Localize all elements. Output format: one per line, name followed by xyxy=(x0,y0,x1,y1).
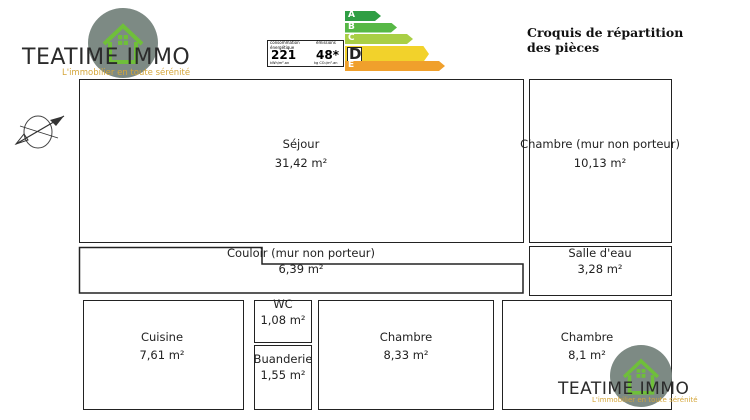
room-chambre-2 xyxy=(318,300,494,410)
brand-tagline: L'immobilier en toute sérénité xyxy=(592,396,698,404)
room-area: 1,55 m² xyxy=(260,368,306,382)
energy-consumption-box: consommation énergétique 221 kWh/m².an é… xyxy=(267,40,344,67)
room-area: 6,39 m² xyxy=(278,262,324,276)
room-name: Chambre xyxy=(560,330,614,344)
room-label-salle-deau: Salle d'eau 3,28 m² xyxy=(568,245,631,277)
logo-house-emblem xyxy=(610,345,672,407)
room-wc xyxy=(254,300,312,343)
brand-tagline: L'immobilier en toute sérénité xyxy=(62,68,191,78)
room-label-wc: WC 1,08 m² xyxy=(260,296,305,328)
energy-class-letter: B xyxy=(348,21,355,32)
energy-class-letter: A xyxy=(348,10,355,20)
room-name: Salle d'eau xyxy=(568,246,632,260)
room-label-chambre-1: Chambre (mur non porteur) 10,13 m² xyxy=(520,136,680,171)
room-area: 3,28 m² xyxy=(577,262,623,276)
logo-house-emblem xyxy=(88,8,158,78)
room-area: 1,08 m² xyxy=(260,313,306,327)
room-name: Cuisine xyxy=(140,330,184,344)
energy-class-letter: C xyxy=(348,33,355,43)
house-icon xyxy=(102,23,144,64)
house-icon xyxy=(622,358,660,395)
room-buanderie xyxy=(254,345,312,410)
energy-class-d: D xyxy=(345,46,429,63)
room-area: 7,61 m² xyxy=(139,348,185,362)
room-name: Buanderie xyxy=(253,352,313,366)
emissions-unit: kg CO₂/m².an xyxy=(314,61,338,65)
room-area: 8,33 m² xyxy=(383,348,429,362)
energy-class-b: B xyxy=(345,23,397,33)
room-label-chambre-3: Chambre 8,1 m² xyxy=(561,329,613,363)
brand-name: TEATIME IMMO xyxy=(558,379,690,399)
room-cuisine xyxy=(83,300,244,410)
energy-class-a: A xyxy=(345,11,381,21)
room-area: 8,1 m² xyxy=(568,348,606,362)
compass-rose-icon xyxy=(12,110,70,152)
room-sejour xyxy=(79,79,524,243)
room-chambre-1 xyxy=(529,79,672,243)
room-label-chambre-2: Chambre 8,33 m² xyxy=(380,329,432,363)
plan-title: Croquis de répartition des pièces xyxy=(527,25,684,55)
room-area: 10,13 m² xyxy=(573,156,627,170)
room-name: Chambre (mur non porteur) xyxy=(520,137,680,151)
consumption-caption: consommation énergétique xyxy=(270,40,300,50)
room-name: Chambre xyxy=(379,330,433,344)
room-salle-deau xyxy=(529,246,672,296)
room-label-cuisine: Cuisine 7,61 m² xyxy=(139,329,184,363)
room-label-sejour: Séjour 31,42 m² xyxy=(275,136,327,171)
emissions-value: 48* xyxy=(316,48,339,62)
brand-name: TEATIME IMMO xyxy=(22,45,191,70)
consumption-value: 221 xyxy=(271,48,297,62)
room-name: Couloir (mur non porteur) xyxy=(227,246,375,260)
energy-class-c: C xyxy=(345,34,413,44)
room-name: Séjour xyxy=(282,137,320,151)
energy-class-e: E xyxy=(345,61,445,71)
energy-class-letter: D xyxy=(349,44,362,63)
consumption-unit: kWh/m².an xyxy=(270,61,290,65)
emissions-caption: émissions xyxy=(316,40,336,45)
room-couloir xyxy=(78,246,524,294)
room-label-couloir: Couloir (mur non porteur) 6,39 m² xyxy=(227,245,375,277)
energy-class-letter: E xyxy=(348,60,355,70)
room-name: WC xyxy=(273,297,293,311)
room-label-buanderie: Buanderie 1,55 m² xyxy=(254,351,313,383)
room-area: 31,42 m² xyxy=(274,156,328,170)
